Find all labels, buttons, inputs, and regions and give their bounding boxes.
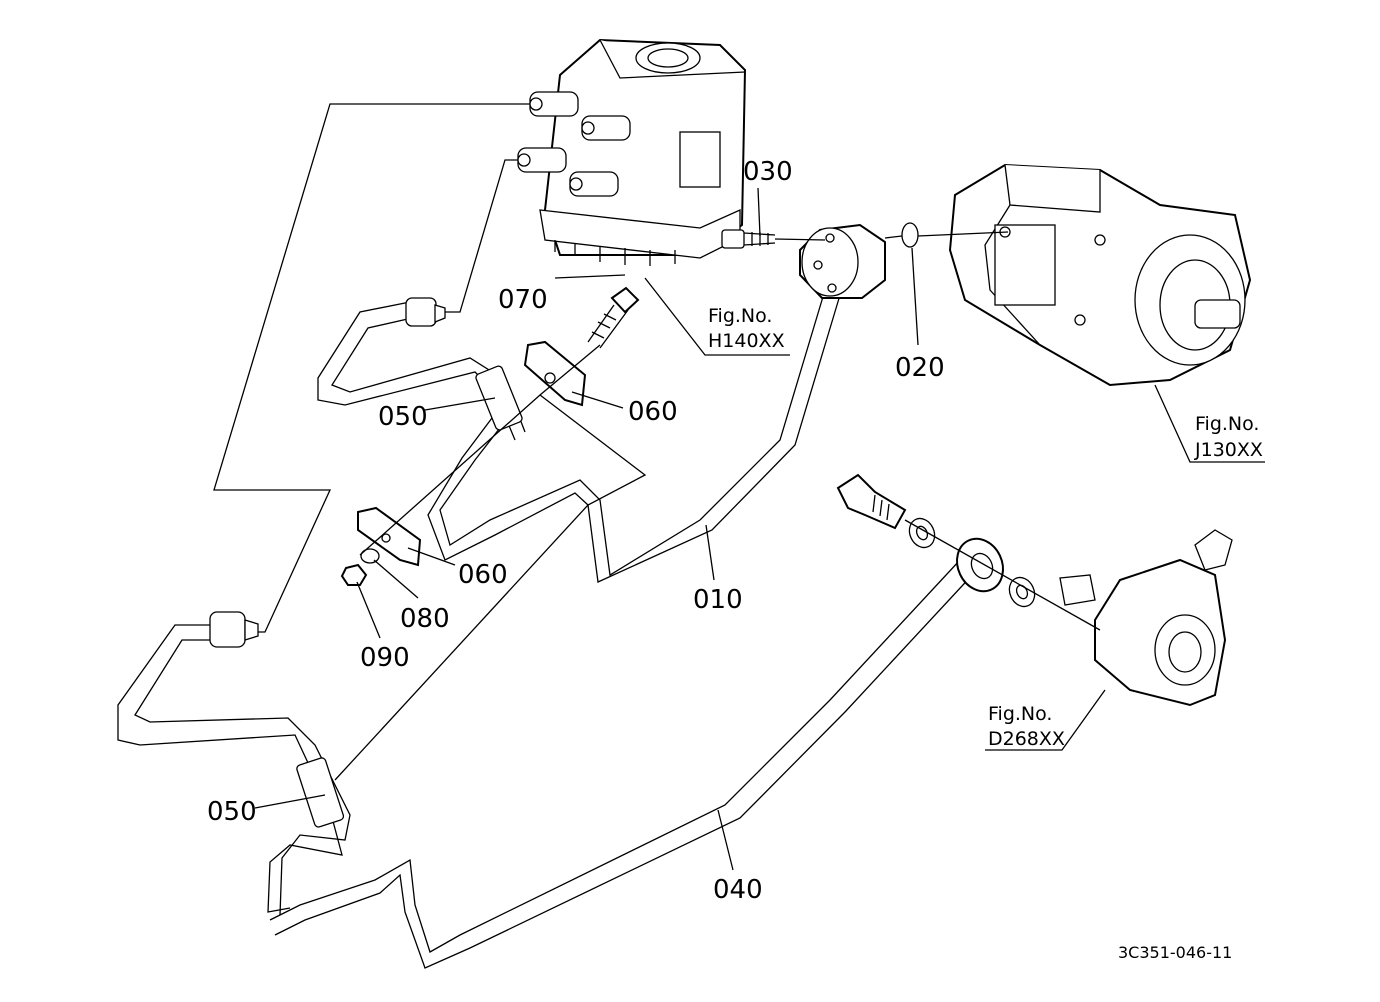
- bolt-030[interactable]: [721, 229, 776, 249]
- leader-j130xx: [1154, 384, 1265, 463]
- leader-050-upper: [424, 397, 496, 411]
- leader-070: [554, 274, 626, 279]
- leader-020: [911, 247, 919, 346]
- washer-upper-hole: [915, 525, 929, 541]
- pipe-010[interactable]: [427, 289, 841, 583]
- steering-unit[interactable]: [517, 38, 747, 266]
- leader-d268xx-line: [985, 689, 1106, 751]
- leader-010: [705, 524, 715, 581]
- nut-090[interactable]: [340, 563, 368, 586]
- assembly-line-pump: [774, 231, 1009, 241]
- ref-j130-code: J130XX: [1194, 439, 1263, 461]
- ref-d268-code: D268XX: [988, 728, 1065, 750]
- leader-060-upper: [571, 391, 624, 409]
- leader-080: [373, 559, 419, 599]
- clamp-060-upper[interactable]: [523, 340, 587, 407]
- clamp-060-lower[interactable]: [357, 506, 422, 567]
- control-valve[interactable]: [1059, 529, 1233, 707]
- leader-050-lower: [254, 794, 326, 809]
- label-060-lower: 060: [458, 560, 508, 590]
- leader-h140xx: [644, 277, 790, 356]
- routing-line-clamp: [334, 394, 647, 781]
- label-040: 040: [713, 875, 763, 905]
- label-070: 070: [498, 285, 548, 315]
- leader-040: [717, 809, 734, 871]
- label-060-upper: 060: [628, 397, 678, 427]
- assembly-line-valve: [904, 519, 1101, 631]
- bolt-070[interactable]: [587, 286, 640, 349]
- washer-lower-hole: [1015, 584, 1029, 600]
- pipe-040[interactable]: [269, 531, 1011, 969]
- leader-060-lower: [407, 547, 456, 566]
- label-080: 080: [400, 604, 450, 634]
- label-050-lower: 050: [207, 797, 257, 827]
- diagram-code: 3C351-046-11: [1118, 943, 1232, 962]
- leader-030: [757, 187, 761, 237]
- label-010: 010: [693, 585, 743, 615]
- pipe-050-lower[interactable]: [117, 611, 351, 916]
- pipe-050-upper[interactable]: [317, 297, 526, 441]
- adapter-block[interactable]: [799, 223, 886, 299]
- ref-h140-code: H140XX: [708, 330, 785, 352]
- leader-090: [356, 581, 381, 639]
- ref-d268-fig: Fig.No.: [988, 703, 1052, 725]
- label-050-upper: 050: [378, 402, 428, 432]
- routing-line-left: [213, 103, 530, 633]
- washer-080[interactable]: [360, 548, 380, 564]
- label-030: 030: [743, 157, 793, 187]
- ref-h140-fig: Fig.No.: [708, 305, 772, 327]
- label-020: 020: [895, 353, 945, 383]
- label-090: 090: [360, 643, 410, 673]
- hydraulic-pump[interactable]: [948, 163, 1252, 387]
- oring-020[interactable]: [901, 222, 919, 248]
- ref-j130-fig: Fig.No.: [1195, 413, 1259, 435]
- banjo-bolt[interactable]: [836, 473, 907, 530]
- routing-line-upper-pipe: [445, 159, 518, 313]
